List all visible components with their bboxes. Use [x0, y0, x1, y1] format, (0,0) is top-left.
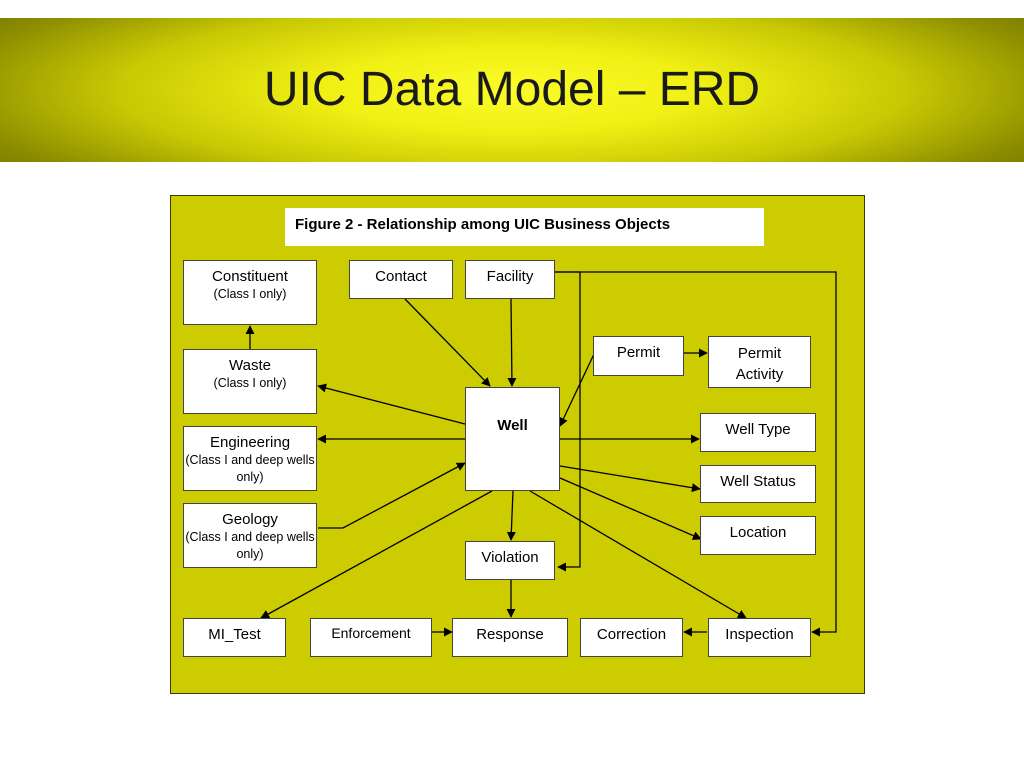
entity-permit-activity: Permit Activity: [708, 336, 811, 388]
slide-title: UIC Data Model – ERD: [263, 63, 761, 116]
link-facility-inspection: [555, 271, 837, 637]
entity-facility: Facility: [465, 260, 555, 299]
entity-label: Facility: [486, 268, 534, 285]
entity-label: Constituent: [212, 268, 288, 285]
entity-label: Enforcement: [331, 625, 411, 641]
entity-label: Permit: [616, 344, 661, 361]
link-well-waste: [317, 383, 466, 425]
entity-response: Response: [452, 618, 568, 657]
entity-label: Geology: [222, 511, 278, 528]
figure-caption: Figure 2 - Relationship among UIC Busine…: [285, 208, 764, 246]
link-facility-well: [507, 298, 517, 387]
link-well-wellstatus: [559, 465, 701, 493]
entity-label: Contact: [375, 268, 427, 285]
entity-note: (Class I and deep wells only): [185, 453, 315, 484]
entity-label: Correction: [596, 626, 667, 643]
entity-note: (Class I and deep wells only): [185, 530, 315, 561]
entity-mi-test: MI_Test: [183, 618, 286, 657]
entity-waste: Waste (Class I only): [183, 349, 317, 414]
entity-label: MI_Test: [208, 626, 261, 643]
entity-label: Permit Activity: [735, 345, 784, 383]
entity-geology: Geology (Class I and deep wells only): [183, 503, 317, 568]
entity-contact: Contact: [349, 260, 453, 299]
link-well-location: [559, 477, 702, 540]
link-permit-well: [559, 353, 595, 427]
entity-label: Waste: [229, 357, 271, 374]
entity-inspection: Inspection: [708, 618, 811, 657]
entity-well-type: Well Type: [700, 413, 816, 452]
entity-well: Well: [465, 387, 560, 491]
entity-permit: Permit: [593, 336, 684, 376]
entity-label: Engineering: [209, 434, 291, 451]
entity-engineering: Engineering (Class I and deep wells only…: [183, 426, 317, 491]
link-well-violation: [506, 490, 516, 541]
entity-well-status: Well Status: [700, 465, 816, 503]
entity-label: Inspection: [725, 626, 794, 643]
entity-label: Well Status: [720, 473, 796, 490]
entity-correction: Correction: [580, 618, 683, 657]
entity-label: Violation: [481, 549, 539, 566]
link-geology-well: [318, 462, 466, 529]
entity-label: Well Type: [725, 421, 791, 438]
entity-note: (Class I only): [213, 376, 287, 390]
entity-enforcement: Enforcement: [310, 618, 432, 657]
entity-label: Well: [497, 417, 528, 434]
link-well-inspection: [529, 490, 747, 619]
entity-note: (Class I only): [213, 287, 287, 301]
entity-location: Location: [700, 516, 816, 555]
title-banner: [0, 18, 1024, 162]
entity-violation: Violation: [465, 541, 555, 580]
entity-label: Location: [729, 524, 787, 541]
link-well-mitest: [260, 490, 493, 619]
link-contact-well: [404, 298, 491, 387]
entity-label: Response: [476, 626, 544, 643]
entity-constituent: Constituent (Class I only): [183, 260, 317, 325]
